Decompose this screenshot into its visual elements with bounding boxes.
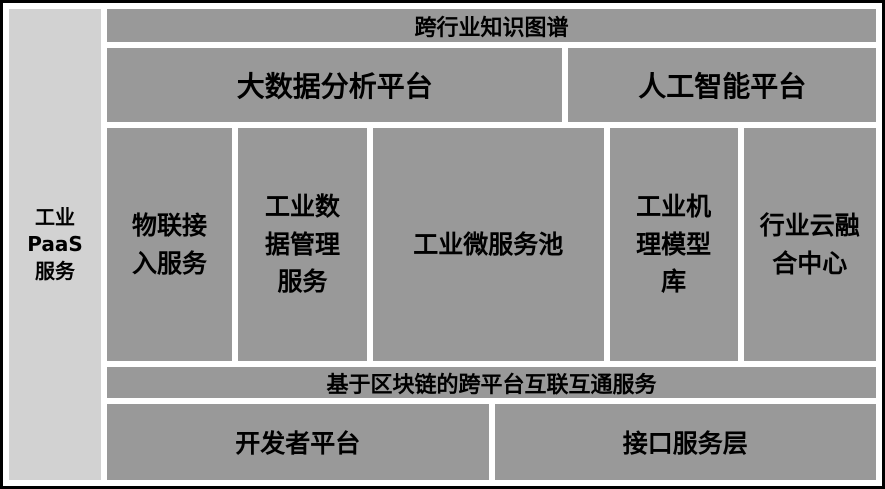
diagram-content: 跨行业知识图谱 大数据分析平台 人工智能平台 物联接 入服务 工业数 据管理 服… [107,9,876,480]
block-interface-service-layer: 接口服务层 [494,404,876,480]
block-industrial-mechanism-model-library: 工业机 理模型 库 [609,128,738,361]
services-row: 物联接 入服务 工业数 据管理 服务 工业微服务池 工业机 理模型 库 行业云融… [107,128,876,361]
block-industrial-data-management-service: 工业数 据管理 服务 [238,128,367,361]
knowledge-graph-row: 跨行业知识图谱 [107,9,876,42]
sidebar-industrial-paas-label: 工业 PaaS 服务 [9,9,101,480]
block-industry-cloud-fusion-center: 行业云融 合中心 [743,128,876,361]
block-developer-platform: 开发者平台 [107,404,489,480]
bottom-row: 开发者平台 接口服务层 [107,404,876,480]
block-cross-industry-knowledge-graph: 跨行业知识图谱 [107,9,876,42]
block-ai-platform: 人工智能平台 [568,48,876,122]
platforms-row: 大数据分析平台 人工智能平台 [107,48,876,122]
block-industrial-microservice-pool: 工业微服务池 [372,128,604,361]
blockchain-row: 基于区块链的跨平台互联互通服务 [107,367,876,398]
block-big-data-analysis-platform: 大数据分析平台 [107,48,563,122]
block-blockchain-cross-platform-interconnection-service: 基于区块链的跨平台互联互通服务 [107,367,876,398]
block-iot-access-service: 物联接 入服务 [107,128,233,361]
